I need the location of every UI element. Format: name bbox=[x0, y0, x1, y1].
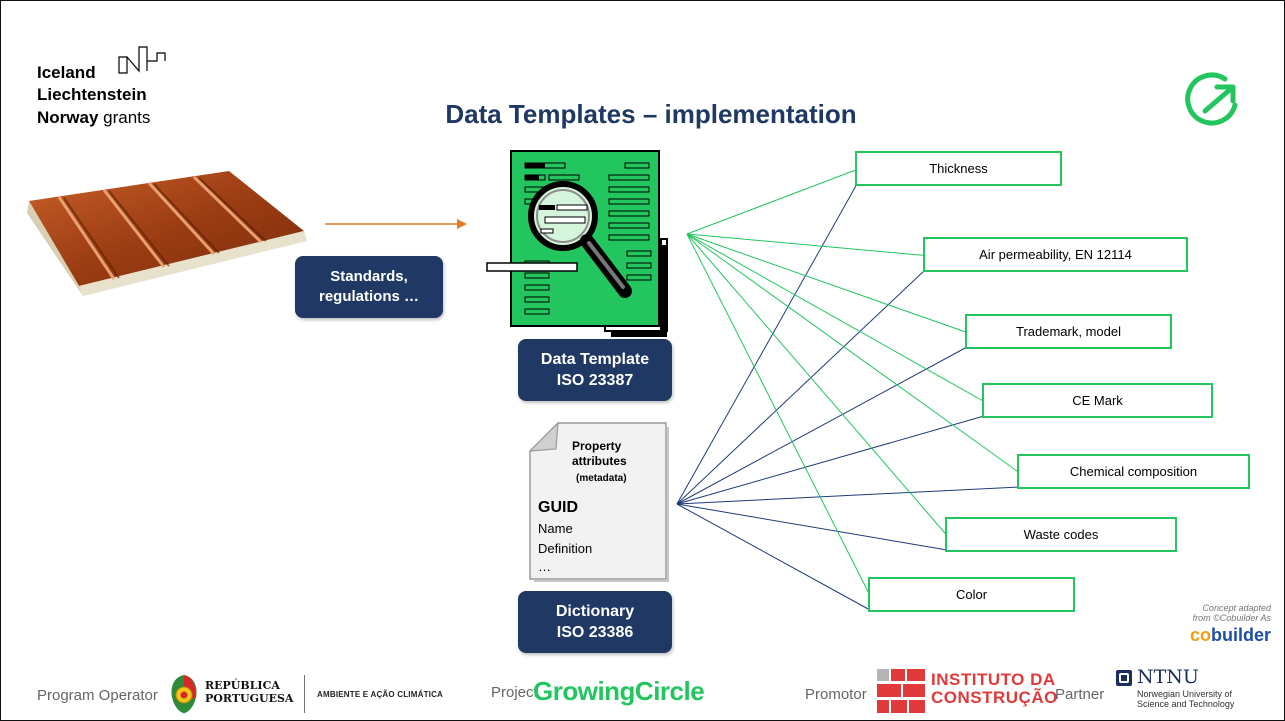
logo-line-3: Norway grants bbox=[37, 108, 150, 128]
navy-connector-line bbox=[676, 503, 871, 611]
standards-regulations-box: Standards, regulations … bbox=[295, 256, 443, 318]
dictionary-line-1: Dictionary bbox=[555, 603, 635, 620]
growingcircle-g-logo bbox=[1185, 72, 1238, 126]
navy-connector-line bbox=[676, 183, 858, 505]
ntnu-sub-line-1: Norwegian University of bbox=[1137, 689, 1233, 699]
property-box-chemical-composition: Chemical composition bbox=[1017, 454, 1250, 489]
portugal-emblem-icon bbox=[171, 675, 197, 713]
property-box-air-permeability: Air permeability, EN 12114 bbox=[923, 237, 1188, 272]
property-title-line-2: attributes bbox=[572, 454, 627, 468]
property-box-thickness: Thickness bbox=[855, 151, 1062, 186]
logo-line-3-bold: Norway bbox=[37, 108, 99, 127]
logo-line-3-rest: grants bbox=[103, 108, 151, 127]
ambiente-label: AMBIENTE E AÇÃO CLIMÁTICA bbox=[317, 690, 444, 699]
ellipsis-label: … bbox=[538, 559, 551, 574]
name-label: Name bbox=[538, 521, 573, 536]
property-box-color: Color bbox=[868, 577, 1075, 612]
navy-connector-line bbox=[676, 415, 985, 505]
cobuilder-logo-rest: builder bbox=[1210, 625, 1271, 645]
eea-grants-logo: Iceland Liechtenstein Norway grants bbox=[37, 41, 207, 141]
property-attributes-title: Property attributes bbox=[572, 439, 627, 469]
navy-connector-line bbox=[676, 269, 926, 505]
property-box-trademark-model: Trademark, model bbox=[965, 314, 1172, 349]
partner-label: Partner bbox=[1055, 686, 1105, 703]
credit-line-2: from ©Cobuilder As bbox=[1192, 613, 1271, 623]
cobuilder-logo: cobuilder bbox=[1151, 625, 1271, 646]
ntnu-square-icon bbox=[1116, 670, 1132, 686]
green-connector-line bbox=[686, 233, 948, 536]
project-label: Project bbox=[491, 684, 538, 701]
definition-label: Definition bbox=[538, 541, 593, 556]
property-label-thickness: Thickness bbox=[929, 161, 988, 176]
property-label-waste-codes: Waste codes bbox=[1023, 527, 1099, 542]
navy-connector-line bbox=[676, 486, 1020, 505]
grants-mark-icon bbox=[118, 46, 166, 74]
data-template-line-1: Data Template bbox=[540, 351, 650, 368]
instituto-construcao-wordmark: INSTITUTO DA CONSTRUÇÃO bbox=[931, 671, 1058, 707]
orange-arrow-icon bbox=[325, 219, 467, 229]
property-attributes-document bbox=[528, 421, 669, 582]
roof-panel-image bbox=[27, 171, 307, 296]
property-title-line-1: Property bbox=[572, 439, 622, 453]
ntnu-wordmark: NTNU bbox=[1137, 666, 1199, 688]
ntnu-sub-line-2: Science and Technology bbox=[1137, 699, 1235, 709]
property-label-ce-mark: CE Mark bbox=[1072, 393, 1123, 408]
metadata-label: (metadata) bbox=[576, 473, 627, 484]
republica-portuguesa-label: REPÚBLICA PORTUGUESA bbox=[205, 679, 293, 705]
data-template-line-2: ISO 23387 bbox=[556, 372, 634, 389]
standards-line-1: Standards, bbox=[330, 268, 408, 285]
standards-line-2: regulations … bbox=[318, 288, 419, 305]
ntnu-subtitle: Norwegian University of Science and Tech… bbox=[1137, 689, 1234, 709]
growingcircle-wordmark: GrowingCircle bbox=[533, 676, 705, 706]
property-box-waste-codes: Waste codes bbox=[945, 517, 1177, 552]
slide-title-text: Data Templates – implementation bbox=[445, 99, 857, 129]
program-operator-label: Program Operator bbox=[37, 687, 158, 704]
republica-line-2: PORTUGUESA bbox=[205, 692, 294, 705]
data-template-document-icon bbox=[486, 150, 668, 337]
green-connector-line bbox=[686, 233, 871, 596]
cobuilder-credit: Concept adapted from ©Cobuilder As cobui… bbox=[1151, 603, 1271, 646]
footer-separator bbox=[304, 675, 305, 713]
republica-line-1: REPÚBLICA bbox=[205, 679, 280, 692]
navy-connector-line bbox=[676, 346, 968, 505]
cobuilder-logo-co: co bbox=[1189, 625, 1211, 645]
slide-title: Data Templates – implementation bbox=[1, 99, 1284, 130]
property-label-air-permeability: Air permeability, EN 12114 bbox=[979, 247, 1132, 262]
property-attributes-text: Property attributes (metadata) GUID Name… bbox=[534, 421, 670, 583]
instituto-line-1: INSTITUTO DA bbox=[931, 670, 1056, 689]
property-box-ce-mark: CE Mark bbox=[982, 383, 1213, 418]
logo-line-2: Liechtenstein bbox=[37, 85, 147, 104]
data-template-box: Data Template ISO 23387 bbox=[518, 339, 672, 401]
green-connector-line bbox=[686, 233, 926, 256]
property-label-chemical-composition: Chemical composition bbox=[1069, 464, 1198, 479]
promotor-label: Promotor bbox=[805, 686, 867, 703]
credit-text: Concept adapted from ©Cobuilder As bbox=[1151, 603, 1271, 623]
property-label-color: Color bbox=[955, 587, 988, 602]
instituto-line-2: CONSTRUÇÃO bbox=[931, 688, 1058, 707]
guid-label: GUID bbox=[538, 499, 578, 516]
property-label-trademark-model: Trademark, model bbox=[1016, 324, 1121, 339]
green-connector-line bbox=[686, 169, 858, 235]
instituto-construcao-logo-icon bbox=[877, 669, 925, 713]
dictionary-line-2: ISO 23386 bbox=[556, 624, 634, 641]
logo-line-1: Iceland bbox=[37, 63, 96, 82]
dictionary-box: Dictionary ISO 23386 bbox=[518, 591, 672, 653]
credit-line-1: Concept adapted bbox=[1202, 603, 1271, 613]
navy-connector-line bbox=[676, 503, 948, 551]
